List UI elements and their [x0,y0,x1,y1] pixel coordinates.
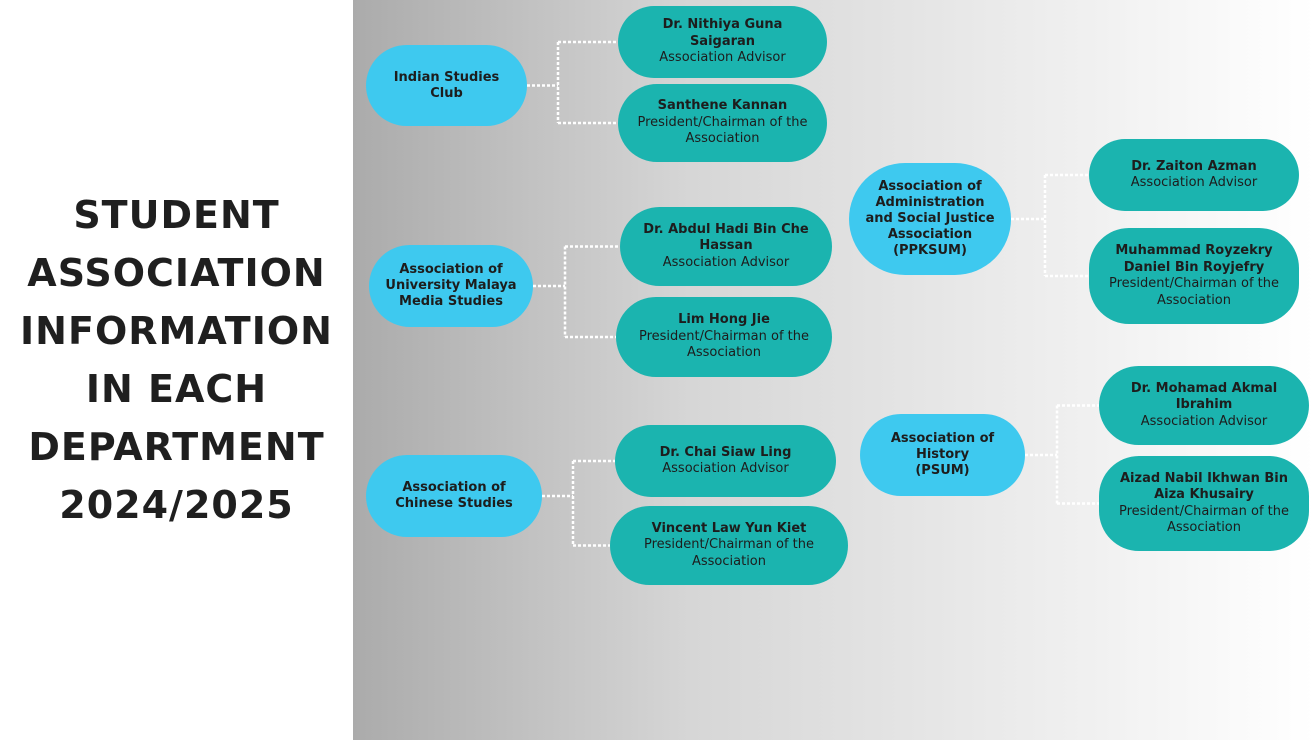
association-name-line: Association of [890,431,995,446]
member-name-line: Dr. Chai Siaw Ling [659,444,792,460]
association-name-line: (PPKSUM) [893,243,967,258]
association-name-line: (PSUM) [915,463,970,478]
member-name-line: Dr. Abdul Hadi Bin Che [643,221,809,237]
member-role-line: Association [691,553,767,569]
member-name-line: Lim Hong Jie [678,312,770,328]
member-name-line: Aiza Khusairy [1154,487,1254,502]
association-name-line: Administration [875,195,985,210]
member-name-line: Dr. Nithiya Guna [662,17,783,33]
member-role-line: President/Chairman of the [643,537,815,553]
member-name-line: Santhene Kannan [657,98,788,114]
member-name-line: Hassan [699,238,753,254]
association-name-line: University Malaya [385,278,517,293]
association-name-line: Association [887,227,973,242]
member-name-line: Vincent Law Yun Kiet [651,520,807,536]
member-name-line: Ibrahim [1175,397,1233,413]
member-role-line: Association [1166,520,1242,535]
association-name-line: Association of [878,179,982,194]
member-role-line: President/Chairman of the [1108,276,1280,291]
title-line: 2024/2025 [59,483,294,527]
association-name-line: Chinese Studies [395,496,513,511]
member-role-line: Association Advisor [1140,413,1268,429]
member-role-line: Association Advisor [662,254,790,270]
member-role-line: President/Chairman of the [638,328,810,344]
association-name-line: Media Studies [399,294,503,309]
member-name-line: Dr. Zaiton Azman [1131,158,1257,174]
title-panel: STUDENT ASSOCIATION INFORMATION IN EACH … [0,0,353,740]
association-name-line: Indian Studies [393,69,500,85]
title-line: STUDENT [73,193,280,237]
member-name-line: Aizad Nabil Ikhwan Bin [1119,470,1288,486]
member-role-line: Association [1156,292,1232,308]
title-line: IN EACH [85,367,268,411]
page-title: STUDENT ASSOCIATION INFORMATION IN EACH … [0,186,353,534]
member-role-line: Association [686,345,762,361]
member-role-line: Association Advisor [659,50,786,66]
association-name-line: Association of [399,262,503,277]
title-line: ASSOCIATION [27,251,326,295]
member-role-line: Association [685,131,760,147]
association-name-line: History [915,447,970,462]
member-name-line: Dr. Mohamad Akmal [1130,380,1278,396]
member-role-line: Association Advisor [1130,175,1258,190]
association-name-line: and Social Justice [865,211,995,226]
title-line: DEPARTMENT [28,425,325,469]
member-role-line: President/Chairman of the [1118,503,1290,519]
member-role-line: President/Chairman of the [637,114,808,130]
title-line: INFORMATION [20,309,333,353]
member-name-line: Daniel Bin Royjefry [1123,259,1265,275]
member-role-line: Association Advisor [662,461,789,476]
association-name-line: Association of [402,480,506,495]
member-name-line: Muhammad Royzekry [1115,243,1273,258]
association-name-line: Club [430,85,463,101]
member-name-line: Saigaran [689,33,756,49]
